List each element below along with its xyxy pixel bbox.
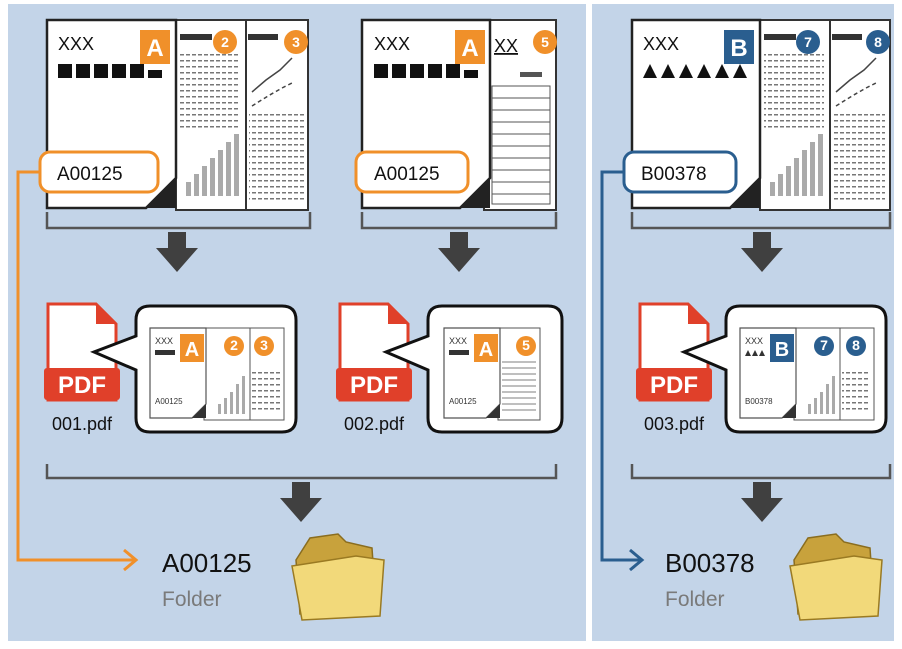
connector-a [16, 170, 139, 572]
pdf-file-003: PDF 003.pdf XXX B 7 8 B00378 [636, 302, 888, 434]
down-arrows-row1 [156, 232, 783, 272]
page-number-badge [213, 30, 237, 54]
document-header: XXX [643, 34, 679, 54]
page-number: 8 [874, 34, 882, 50]
document-b1: XXX B 7 8 B00378 [622, 18, 891, 211]
document-extra-text: XX [494, 36, 518, 56]
page-number: 7 [804, 34, 812, 50]
folder-name: B00378 [665, 548, 755, 578]
pdf-file-001: PDF 001.pdf XXX A 2 3 A00125 [44, 302, 298, 434]
file-name: 003.pdf [644, 414, 705, 434]
file-name: 001.pdf [52, 414, 113, 434]
down-arrow-icon [741, 482, 783, 522]
bracket-row1 [45, 212, 892, 230]
document-code: A00125 [374, 164, 440, 185]
down-arrow-icon [741, 232, 783, 272]
page-number: 7 [820, 337, 828, 353]
page-number-badge [866, 30, 890, 54]
thumb-badge: B [775, 339, 789, 361]
page-number: 3 [260, 337, 268, 353]
page-number-badge [284, 30, 308, 54]
document-header: XXX [58, 34, 94, 54]
folder-name: A00125 [162, 548, 252, 578]
down-arrow-icon [156, 232, 198, 272]
thumb-badge: A [479, 339, 493, 361]
down-arrow-icon [438, 232, 480, 272]
folder-icon [789, 533, 883, 621]
connector-b [600, 170, 645, 572]
page-number-badge [796, 30, 820, 54]
document-a2: XX XXX A 5 A00125 [354, 18, 557, 211]
folder-icon [291, 533, 385, 621]
pdf-file-002: PDF 002.pdf XXX A 5 A00125 [336, 302, 564, 434]
document-a1: XXX A 2 3 A00125 [38, 18, 309, 211]
down-arrow-icon [280, 482, 322, 522]
pdf-icon-label: PDF [650, 372, 698, 399]
page-number: 3 [292, 34, 300, 50]
pdf-icon-label: PDF [58, 372, 106, 399]
folder-label: Folder [162, 588, 222, 611]
thumb-badge: A [185, 339, 199, 361]
thumb-header: XXX [449, 336, 467, 346]
page-number: 2 [221, 34, 229, 50]
folder-b: B00378 Folder [665, 533, 883, 621]
document-badge: A [461, 35, 478, 62]
page-number: 5 [541, 34, 549, 50]
thumb-code: A00125 [449, 397, 477, 406]
pdf-icon-label: PDF [350, 372, 398, 399]
page-number-badge [533, 30, 557, 54]
document-header: XXX [374, 34, 410, 54]
document-badge: A [146, 35, 163, 62]
page-number: 8 [852, 337, 860, 353]
thumb-header: XXX [155, 336, 173, 346]
thumb-header: XXX [745, 336, 763, 346]
document-badge: B [730, 35, 747, 62]
thumb-code: B00378 [745, 397, 773, 406]
file-name: 002.pdf [344, 414, 405, 434]
folder-a: A00125 Folder [162, 533, 385, 621]
thumb-code: A00125 [155, 397, 183, 406]
bracket-row2 [45, 464, 892, 480]
document-code: B00378 [641, 164, 707, 185]
down-arrows-row2 [280, 482, 783, 522]
document-code: A00125 [57, 164, 123, 185]
folder-label: Folder [665, 588, 725, 611]
page-number: 2 [230, 337, 238, 353]
page-number: 5 [522, 337, 530, 353]
